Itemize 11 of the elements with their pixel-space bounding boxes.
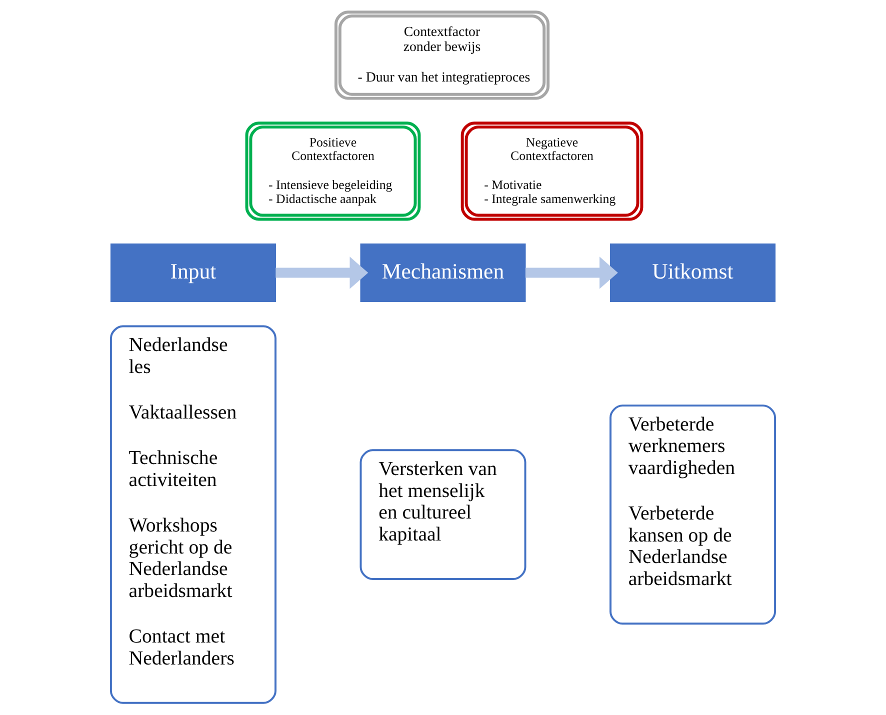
node-box: Nederlandse les Vaktaallessen Technische activiteiten Workshops gericht op de Nederlandse arbeidsmarkt Contact met Nederlanders [110,325,276,704]
node-box: Input [110,244,276,302]
arrow [525,256,618,289]
node-box: Negatieve Contextfactoren - Motivatie - Integrale samenwerking [460,122,644,221]
node-box: Verbeterde werknemers vaardigheden Verbeterde kansen op de Nederlandse arbeidsmarkt [610,404,776,625]
node-box: Mechanismen [360,244,526,302]
arrow [276,256,368,289]
node-box: Contextfactor zonder bewijs - Duur van het integratieproces [334,10,550,100]
node-box: Uitkomst [610,244,776,302]
node-box: Versterken van het menselijk en cultureel kapitaal [360,449,526,580]
node-box: Positieve Contextfactoren - Intensieve begeleiding - Didactische aanpak [245,122,421,221]
